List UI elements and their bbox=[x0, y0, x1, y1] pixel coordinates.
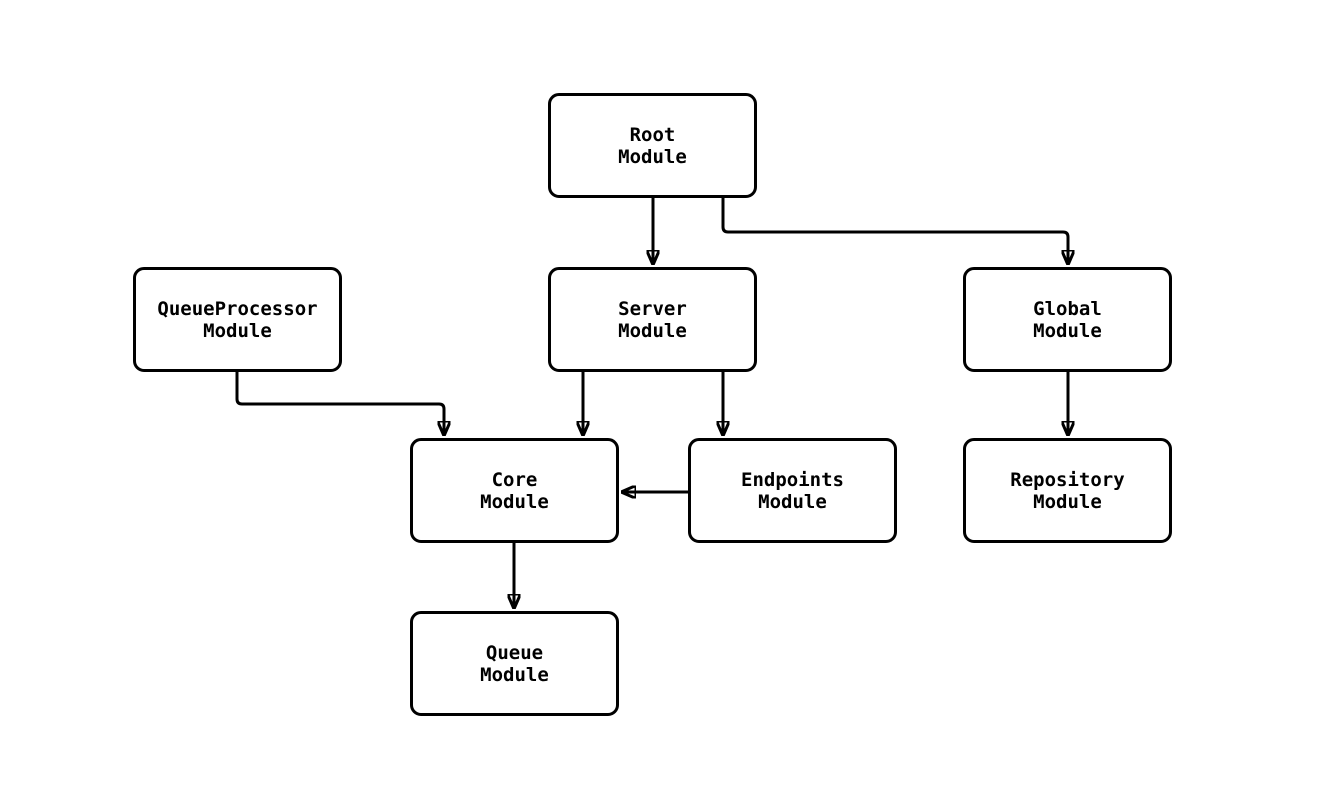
node-label: Endpoints bbox=[741, 468, 844, 491]
node-core-module: Core Module bbox=[410, 438, 619, 543]
node-global-module: Global Module bbox=[963, 267, 1172, 372]
node-label: Queue bbox=[485, 641, 544, 664]
node-label: Global bbox=[1033, 297, 1102, 320]
node-label: Repository bbox=[1010, 468, 1125, 491]
node-label: Module bbox=[480, 663, 549, 686]
edge-queueprocessor-to-core bbox=[235, 372, 444, 436]
node-queue-module: Queue Module bbox=[410, 611, 619, 716]
node-label: Core bbox=[491, 468, 538, 491]
node-label: QueueProcessor bbox=[157, 297, 318, 320]
node-server-module: Server Module bbox=[548, 267, 757, 372]
node-label: Module bbox=[1033, 490, 1102, 513]
node-label: Module bbox=[758, 490, 827, 513]
node-label: Module bbox=[618, 145, 687, 168]
node-label: Root bbox=[629, 123, 676, 146]
node-label: Module bbox=[203, 319, 272, 342]
node-label: Module bbox=[480, 490, 549, 513]
node-queueprocessor-module: QueueProcessor Module bbox=[133, 267, 342, 372]
node-label: Server bbox=[618, 297, 687, 320]
node-repository-module: Repository Module bbox=[963, 438, 1172, 543]
node-label: Module bbox=[1033, 319, 1102, 342]
node-label: Module bbox=[618, 319, 687, 342]
node-endpoints-module: Endpoints Module bbox=[688, 438, 897, 543]
edge-root-to-global bbox=[721, 198, 1068, 265]
node-root-module: Root Module bbox=[548, 93, 757, 198]
